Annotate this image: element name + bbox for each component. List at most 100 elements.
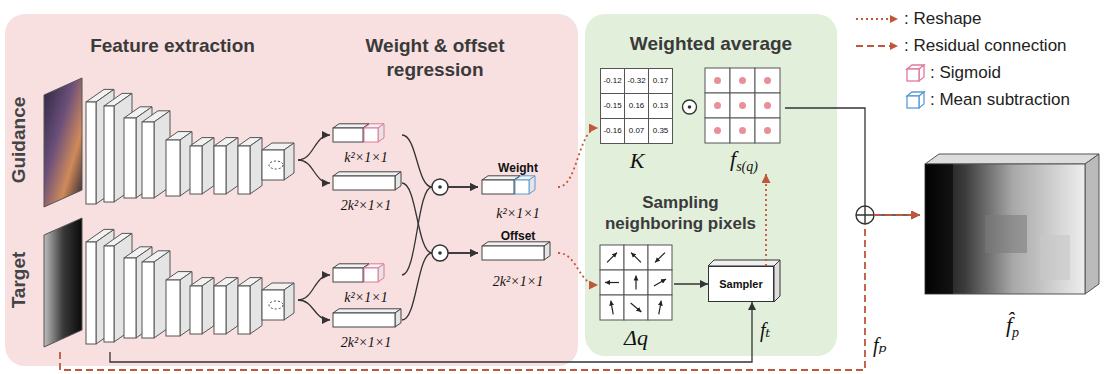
feature-layer: [104, 106, 114, 202]
signal-label: fₚ: [873, 334, 887, 356]
input-label: Target: [8, 252, 29, 309]
legend-line-sample: [852, 6, 900, 32]
sampled-grid: [705, 68, 780, 143]
output-depth-map: f̂p: [920, 140, 1105, 340]
grid-cell: [648, 295, 672, 320]
tensor-blocks: [333, 124, 550, 327]
feature-layer: [142, 262, 154, 338]
residual-connector: [60, 215, 920, 370]
feature-layer: [226, 138, 238, 194]
feature-layer: [226, 278, 238, 334]
sampled-feature-grid: fs(q): [703, 66, 785, 174]
sample-point: [714, 127, 721, 134]
output-depth-image: [925, 154, 1099, 294]
sample-point: [764, 127, 771, 134]
depth-image: [925, 164, 1085, 294]
feature-layer: [166, 140, 180, 196]
grid-cell: [755, 68, 780, 93]
offset-arrow: [631, 303, 642, 312]
feature-layer: [250, 278, 262, 334]
data-flow-arrow: [402, 183, 478, 253]
feature-layer: [284, 283, 294, 320]
hadamard-product-symbol: [688, 105, 692, 109]
legend-swatch: [904, 87, 928, 113]
hadamard-product-symbol: [683, 100, 697, 114]
matrix-value: -0.15: [603, 101, 621, 111]
tensor-size: 2k²×1×1: [341, 198, 391, 213]
matrix-value: 0.13: [653, 101, 669, 111]
feature-layer: [238, 146, 250, 194]
sampler-box: Sampler: [708, 266, 774, 302]
matrix-value: 0.35: [653, 126, 669, 136]
hadamard-product-symbol: [438, 251, 442, 255]
depth-region: [925, 164, 953, 294]
matrix-value: -0.32: [627, 76, 645, 86]
tensor-size: k²×1×1: [496, 206, 539, 221]
offset-arrow: [635, 276, 636, 290]
data-flow-arrow: [298, 300, 330, 320]
reshape-connector: [558, 253, 598, 285]
hadamard-product-symbol: [438, 185, 442, 189]
feature-layer: [166, 280, 180, 336]
section-heading: Sampling neighboring pixels: [605, 193, 756, 233]
grid-cell: [624, 270, 648, 295]
data-flow-arrow: [402, 253, 478, 320]
section-heading: Feature extraction: [90, 35, 255, 56]
grid-cell: [755, 118, 780, 143]
tensor-block: [482, 246, 544, 260]
weight-branch: k²×1×1: [330, 262, 402, 306]
matrix-value: 0.16: [629, 101, 645, 111]
legend-text: : Residual connection: [904, 36, 1067, 55]
sigmoid-block: [364, 268, 378, 282]
tensor-block: [544, 242, 550, 260]
sample-point: [764, 102, 771, 109]
tensor-block: [333, 128, 363, 142]
guidance-cnn: Guidance: [8, 70, 298, 210]
sample-point: [764, 77, 771, 84]
tensor-block: [333, 309, 401, 313]
offset-grid: Δq: [598, 243, 674, 351]
sample-point: [739, 77, 746, 84]
hadamard-product-symbol: [432, 245, 448, 261]
data-flow-arrow: [298, 275, 330, 300]
feature-layer: [142, 122, 154, 198]
grid-cell: [755, 93, 780, 118]
tensor-block: [333, 268, 363, 282]
tensor-block: [333, 176, 395, 190]
feature-layer: [250, 138, 262, 194]
legend-entry: : Residual connection: [852, 33, 1107, 59]
grid-cell: [648, 245, 672, 270]
math-label: p: [1012, 325, 1019, 340]
matrix-value: -0.16: [603, 126, 621, 136]
legend-entry: : Sigmoid: [852, 60, 1107, 86]
sigmoid-block: [364, 128, 378, 142]
grid-cell: [730, 68, 755, 93]
grid-cell: [648, 270, 672, 295]
depth-region: [1040, 235, 1070, 280]
reshape-connector: [558, 128, 598, 187]
sum-symbol: [856, 206, 874, 224]
offset-branch: 2k²×1×1: [330, 170, 402, 214]
offset-arrow: [611, 301, 613, 315]
kernel-matrix: -0.12-0.320.17-0.150.160.13-0.160.070.35…: [598, 66, 676, 174]
legend-line-sample: [852, 33, 900, 59]
region-fill: [585, 14, 837, 356]
feature-layer: [262, 290, 284, 320]
data-flow-arrow: [298, 160, 330, 183]
grid-cell: [600, 295, 624, 320]
math-label: K: [630, 148, 645, 173]
depth-region: [985, 215, 1027, 253]
offset-arrow: [605, 282, 619, 283]
sample-point: [739, 102, 746, 109]
math-label: s(q): [736, 159, 758, 174]
tensor-block: [482, 180, 514, 194]
section-heading: Weighted average: [630, 33, 792, 54]
matrix-value: -0.12: [603, 76, 621, 86]
feature-layer: [214, 146, 226, 194]
math-label: f̂: [1006, 312, 1012, 337]
hadamard-product-symbol: [432, 179, 448, 195]
weighted-average-panel: -0.12-0.320.17-0.150.160.13-0.160.070.35…: [585, 14, 837, 356]
legend-entry: : Reshape: [852, 6, 1107, 32]
weight-branch: k²×1×1: [330, 122, 402, 166]
